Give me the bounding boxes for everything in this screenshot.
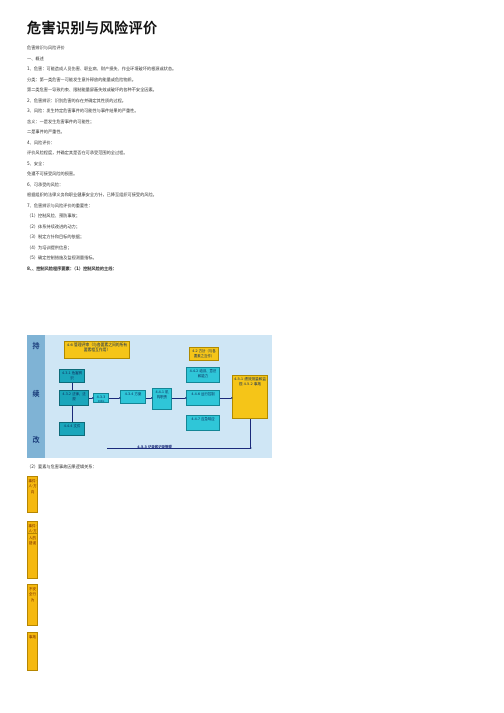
text-line: 评价风险程度，并确定其是否在可承受范围的全过程。 xyxy=(27,150,128,155)
box-policy: 4.2 方针（与各要素之互作） xyxy=(189,347,219,361)
box-programme: 4.3.4 方案 xyxy=(120,390,146,404)
text-line: （2）体系持续改进的动力； xyxy=(27,223,80,229)
box-emergency-response: 4.4.7 应急响应 xyxy=(186,415,220,431)
box-documentation: 4.4.4 文件 xyxy=(59,422,85,436)
text-line: （4）为培训提供信息； xyxy=(27,244,72,250)
flow-connector xyxy=(72,383,73,390)
text-line: 含义：一是发生危害事件的可能性； xyxy=(27,118,95,124)
box-hazard-identification: 4.3.1 危害辨识 xyxy=(59,369,85,383)
text-line: 根据组织的法律义务和职业健康安全方针，已降至组织可接受的风险。 xyxy=(27,192,157,197)
box-structure-responsibility: 4.4.1 机构职责 xyxy=(152,388,172,410)
box-operational-control: 4.4.6 运行控制 xyxy=(186,390,220,406)
flow-connector xyxy=(72,406,73,422)
text-line: （5）确定控制措施及监视测量指标。 xyxy=(27,255,97,260)
box-laws-regulations: 4.3.2 法律、法规 xyxy=(59,390,89,406)
column-label: 改 xyxy=(32,436,40,444)
text-line: 分类：第一类危害—可能发生意外释放的能量或危险物质。 xyxy=(27,76,136,82)
control-flowchart: 持 续 改 4.6 管理评审（与各要素之间的所有要素相互作用） 4.2 方针（与… xyxy=(27,335,272,458)
flow-arrow xyxy=(89,397,94,399)
text-line: 7、危害辨识与风险评价的重要性： xyxy=(27,202,93,208)
section-caption: （2）要素与危害事故因果逻辑关系： xyxy=(27,464,97,469)
text-line: 8、、控制风险程序要素：（1）控制风险的主线： xyxy=(27,265,117,271)
box-management-review: 4.6 管理评审（与各要素之间的所有要素相互作用） xyxy=(64,341,130,359)
box-performance-measurement: 4.5.1 绩效测量和监视 4.5.2 事故 xyxy=(232,375,268,419)
page-title: 危害识别与风险评价 xyxy=(27,21,158,37)
text-line: 一、概述 xyxy=(27,55,44,61)
flow-connector xyxy=(250,419,251,449)
text-line: 6、可承受的风险： xyxy=(27,181,64,187)
text-line: 二是事件的严重性。 xyxy=(27,129,65,134)
flow-arrow xyxy=(172,397,187,399)
box-training: 4.4.2 培训、意识和能力 xyxy=(186,367,220,383)
text-line: 1、危害：可能造成人员伤害、职业病、财产损失、作业环境破坏的根源或状态。 xyxy=(27,66,177,71)
flow-arrow xyxy=(146,397,153,399)
column-label: 续 xyxy=(32,390,40,398)
causal-box: 事件·人·方向 xyxy=(27,476,38,513)
box-records: 4.5.3 记录和记录管理 xyxy=(137,445,172,449)
causal-box-unsafe-act: 不安全行为 xyxy=(27,584,38,626)
causal-box-accident: 事故 xyxy=(27,632,38,671)
flow-arrow xyxy=(107,447,252,449)
text-line: 危害辨识与风险评价 xyxy=(27,45,65,50)
continuous-improvement-column xyxy=(27,335,45,458)
flow-arrow xyxy=(220,397,233,399)
text-line: （3）制定方针和目标的依据； xyxy=(27,234,85,239)
text-body: 危害辨识与风险评价 一、概述 1、危害：可能造成人员伤害、职业病、财产损失、作业… xyxy=(27,43,487,274)
text-line: 5、安全： xyxy=(27,160,47,166)
causal-box-human-error: 人的错误 xyxy=(27,533,38,579)
text-line: （1）控制风险、预防事故； xyxy=(27,213,80,218)
flow-arrow xyxy=(109,397,121,399)
text-line: 2、危害辨识：识别危害的存在并确定其性质的过程。 xyxy=(27,97,126,103)
text-line: 第二类危害—导致约束、限制能量屏蔽失效或破坏的各种不安全因素。 xyxy=(27,87,157,92)
text-line: 免遭不可接受风险的损害。 xyxy=(27,171,78,176)
text-line: 3、风险：发生特定危害事件的可能性与事件结果的严重性。 xyxy=(27,108,139,113)
text-line: 4、风险评价： xyxy=(27,139,55,145)
column-label: 持 xyxy=(32,342,40,350)
box-objectives: 4.3.3 目标 xyxy=(93,393,109,403)
